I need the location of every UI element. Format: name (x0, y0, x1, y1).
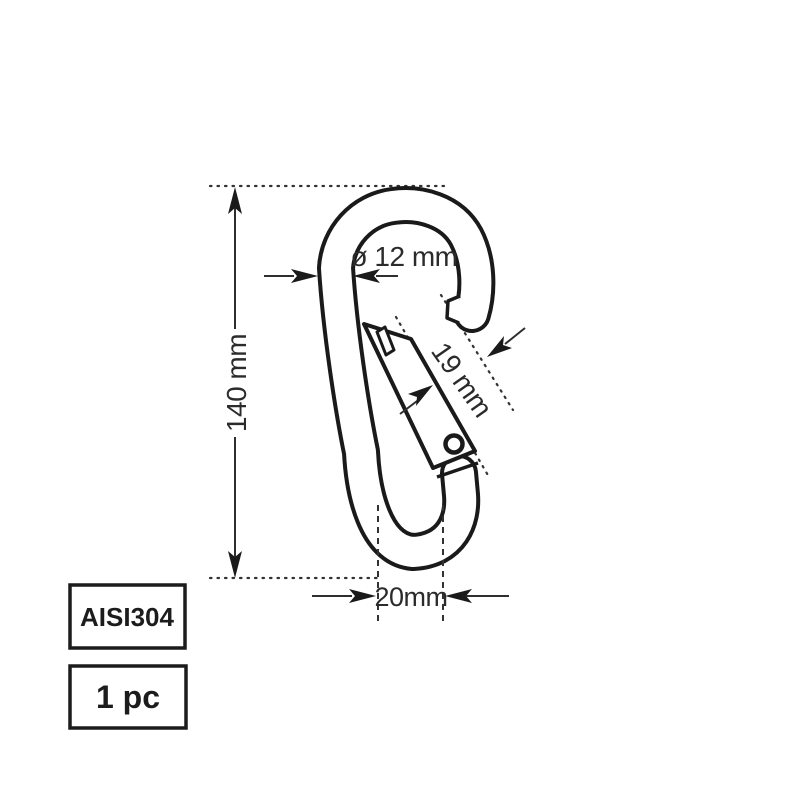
quantity-badge-box (68, 664, 188, 730)
material-badge-label: AISI304 (80, 602, 174, 632)
width-dimension: 20mm (312, 505, 509, 622)
width-dimension-label: 20mm (374, 582, 447, 612)
diameter-dimension-label: ø 12 mm (351, 241, 458, 272)
opening-arrow-line-upper (504, 327, 526, 345)
width-arrowhead-right (445, 589, 472, 603)
opening-arrowhead-lower (408, 385, 433, 406)
material-badge-box (68, 583, 187, 650)
gate-tip-slot (375, 325, 396, 357)
quantity-badge-label: 1 pc (96, 679, 160, 715)
diameter-arrowhead-left (291, 269, 318, 283)
carabiner-body (317, 186, 496, 571)
width-arrowhead-left (349, 589, 376, 603)
diameter-arrowhead-right (353, 269, 380, 283)
gate-rivet (443, 433, 465, 455)
height-dimension-label: 140 mm (221, 334, 252, 432)
height-arrowhead-top (228, 187, 242, 214)
height-dimension: 140 mm (221, 187, 252, 578)
badges: AISI304 1 pc (68, 583, 188, 730)
carabiner-wire-core (321, 190, 492, 567)
opening-arrowhead-upper (487, 336, 512, 357)
height-arrowhead-bottom (228, 551, 242, 578)
diameter-dimension: ø 12 mm (264, 241, 458, 283)
nose-notch (445, 294, 461, 325)
hinge-joint-line (436, 461, 479, 479)
